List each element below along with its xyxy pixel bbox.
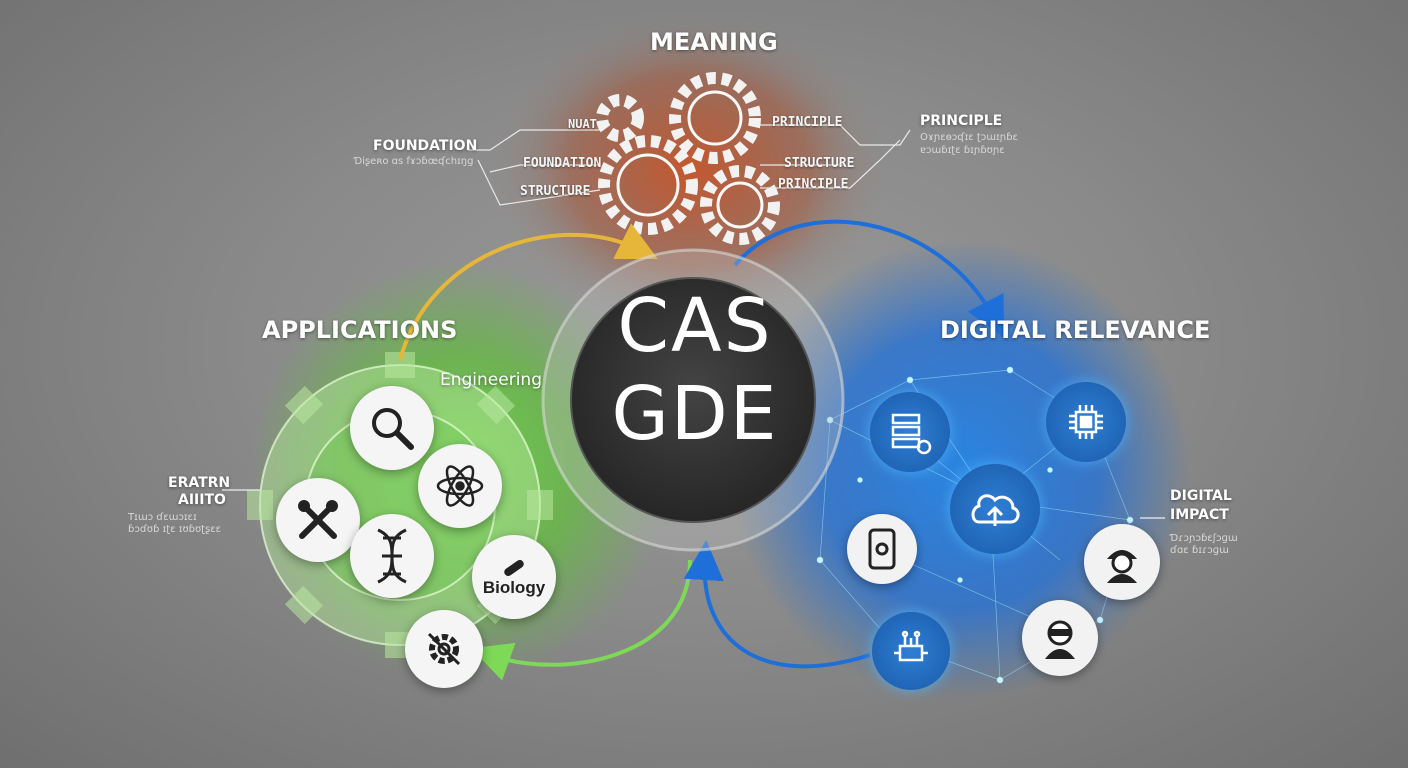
meaning-right-sub-1: Oɤɲɛɵɔʠɪɛ ʈɔɯɪɲɓɛ xyxy=(920,132,1018,143)
person-vr-icon[interactable] xyxy=(1022,600,1098,676)
center-title-line2: GDE xyxy=(611,371,779,457)
arrow-digital-to-center xyxy=(683,540,871,669)
gear-label-6: PRINCIPLE xyxy=(778,177,849,192)
center-title: CAS GDE xyxy=(575,282,815,458)
meaning-gears-inner xyxy=(616,90,764,229)
gear-label-1: NUAT xyxy=(568,117,597,131)
wrench-screwdriver-icon[interactable] xyxy=(276,478,360,562)
applications-side-label-2: AIIITO xyxy=(178,492,226,508)
biology-vial-icon[interactable]: Biology xyxy=(472,535,556,619)
gear-label-3: STRUCTURE xyxy=(520,184,591,199)
arrow-center-to-applications xyxy=(471,559,692,681)
center-circle xyxy=(570,277,816,523)
arrow-meaning-to-digital xyxy=(733,219,1005,338)
atom-icon[interactable] xyxy=(418,444,502,528)
hacker-avatar-icon[interactable] xyxy=(1084,524,1160,600)
server-icon[interactable] xyxy=(870,392,950,472)
meaning-leader-lines xyxy=(468,124,911,206)
meaning-right-label: PRINCIPLE xyxy=(920,113,1003,129)
gear-tools-icon[interactable] xyxy=(405,610,483,688)
applications-side-sub-1: Tɪɯɔ ɗɛɯɔɪɛɪ xyxy=(128,512,197,523)
meaning-left-label: FOUNDATION xyxy=(373,138,478,154)
applications-side-label-1: ERATRN xyxy=(168,475,231,491)
chip-icon[interactable] xyxy=(1046,382,1126,462)
meaning-right-sub-2: ɐɔɯɓɪʈɛ ɓɪɲɓʊɲɛ xyxy=(920,145,1005,156)
digital-side-label-1: DIGITAL xyxy=(1170,488,1232,504)
meaning-title: MEANING xyxy=(650,28,778,56)
digital-side-sub-2: ɗɑɛ ɓɪɾɔɡɯ xyxy=(1170,545,1229,556)
gear-label-2: FOUNDATION xyxy=(523,156,602,171)
digital-side-label-2: IMPACT xyxy=(1170,507,1229,523)
applications-title: APPLICATIONS xyxy=(262,316,458,344)
biology-label: Biology xyxy=(482,578,546,597)
digital-glow xyxy=(730,240,1190,700)
smartphone-icon[interactable] xyxy=(847,514,917,584)
arrow-meaning-to-center xyxy=(398,223,658,361)
digital-side-sub-1: Ɗɾɔɲɔɓɛʃɔɡɯ xyxy=(1170,533,1238,544)
cloud-upload-icon[interactable] xyxy=(950,464,1040,554)
circuit-board-icon[interactable] xyxy=(872,612,950,690)
magnifier-icon[interactable] xyxy=(350,386,434,470)
meaning-left-sub: Ɗiʂeʀo ɑs fɤɔɓœʠchɪŋg xyxy=(354,156,474,167)
center-title-line1: CAS xyxy=(617,283,773,369)
dna-icon[interactable] xyxy=(350,514,434,598)
meaning-gears xyxy=(596,72,780,245)
gear-label-4: PRINCIPLE xyxy=(772,115,843,130)
gear-label-5: STRUCTURE xyxy=(784,156,855,171)
engineering-label: Engineering xyxy=(440,370,542,390)
applications-side-sub-2: ɓɔɗʊɓ ɪʈɛ ɪʊɓʊʈʂɛɛ xyxy=(128,524,222,535)
digital-title: DIGITAL RELEVANCE xyxy=(940,316,1211,344)
